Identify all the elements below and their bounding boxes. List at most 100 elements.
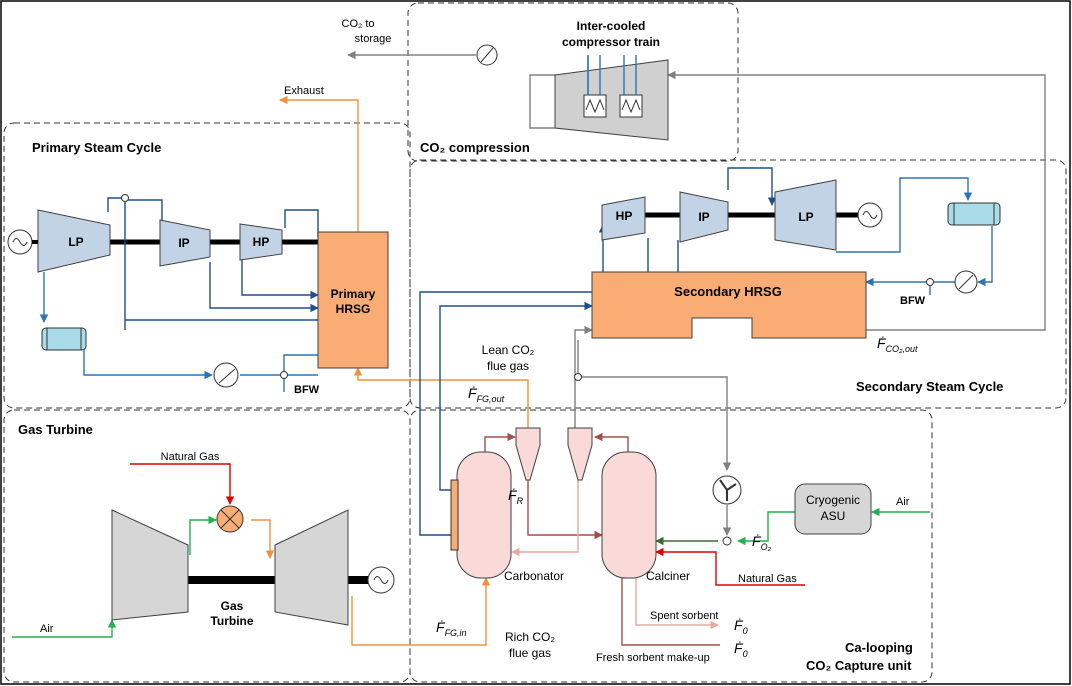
primary-bfw-in xyxy=(283,354,318,392)
region-title-secondary-steam-cycle: Secondary Steam Cycle xyxy=(856,379,1003,394)
f-fg-out-main: Ḟ xyxy=(468,385,478,401)
primary-hp-label: HP xyxy=(253,235,270,249)
secondary-ip-label: IP xyxy=(698,210,709,224)
gas-turbine-label-1: Gas xyxy=(221,599,244,613)
o2-mixing-valve xyxy=(722,536,732,546)
region-ca-looping xyxy=(409,409,933,683)
co2-split-to-asu xyxy=(578,376,732,471)
f-co2-out-symbol: ḞCO₂,out xyxy=(877,335,918,354)
cyclone-to-carbonator-solids xyxy=(511,480,579,557)
co2-loop-to-compressor xyxy=(667,70,1046,331)
air-asu-label: Air xyxy=(896,496,910,508)
primary-steam-1 xyxy=(124,199,163,330)
primary-hrsg-label-2: HRSG xyxy=(336,302,371,316)
co2-from-calciner-line xyxy=(574,325,593,430)
primary-pump-arrow xyxy=(218,368,236,384)
primary-bfw-valve xyxy=(280,371,288,379)
secondary-ip-turbine xyxy=(679,191,729,243)
primary-bfw-label: BFW xyxy=(294,384,320,396)
carbonator-heat-exchanger xyxy=(450,479,459,551)
region-co2-compression xyxy=(407,2,739,162)
rich-flue-gas-line xyxy=(351,577,491,646)
secondary-to-carbonator-2 xyxy=(439,301,593,491)
region-title-co2-compression: CO₂ compression xyxy=(420,140,530,155)
primary-steam-6 xyxy=(107,197,125,212)
f-fg-in-sub: FG,in xyxy=(445,628,467,638)
asu-label-2: ASU xyxy=(821,509,846,523)
f-r-main: Ḟ xyxy=(508,487,518,503)
primary-condenser-out xyxy=(83,340,213,380)
carbonator-to-cyclone xyxy=(484,432,516,452)
exhaust-label: Exhaust xyxy=(284,85,324,97)
primary-valve-icon xyxy=(121,194,129,202)
gas-turbine-label-2: Turbine xyxy=(210,614,253,628)
gt-expander xyxy=(274,509,349,626)
f-fg-out-sub: FG,out xyxy=(477,394,505,404)
co2-split-valve xyxy=(574,373,582,381)
f-0-fresh-sub: 0 xyxy=(743,649,748,659)
secondary-bfw-valve xyxy=(926,278,934,286)
primary-pump-icon xyxy=(213,362,239,388)
fresh-sorbent-label: Fresh sorbent make-up xyxy=(596,652,710,664)
f-o2-symbol: ḞO₂ xyxy=(752,533,772,552)
f-fg-out-symbol: ḞFG,out xyxy=(468,385,505,404)
secondary-hp-turbine xyxy=(601,196,646,241)
natural-gas-calciner-label: Natural Gas xyxy=(738,573,797,585)
region-gas-turbine xyxy=(3,409,411,683)
secondary-hrsg-label: Secondary HRSG xyxy=(674,284,782,299)
compressor-train-label-2: compressor train xyxy=(562,35,660,49)
co2-storage-label-2: storage xyxy=(355,33,392,45)
cryogenic-asu xyxy=(794,483,872,535)
region-primary-steam-cycle xyxy=(3,122,411,409)
secondary-bfw-label: BFW xyxy=(900,295,926,307)
secondary-hrsg xyxy=(591,271,867,339)
primary-lp-turbine xyxy=(37,209,111,273)
region-title-gas-turbine: Gas Turbine xyxy=(18,422,93,437)
calciner-cyclone xyxy=(567,427,593,481)
carbonator-cyclone xyxy=(515,427,541,481)
calciner xyxy=(601,451,657,579)
secondary-hp-label: HP xyxy=(616,209,633,223)
f-0-spent-main: Ḟ xyxy=(734,617,744,633)
region-title-ca-looping-1: Ca-looping xyxy=(845,640,913,655)
f-o2-main: Ḟ xyxy=(752,533,762,549)
primary-hrsg-label-1: Primary xyxy=(331,287,376,301)
f-0-spent-sub: 0 xyxy=(743,626,748,636)
primary-hrsg xyxy=(317,231,389,369)
gt-generator-wave xyxy=(373,576,389,584)
secondary-to-carbonator-1 xyxy=(419,291,592,536)
compressor-to-burner xyxy=(189,515,217,555)
carbonator-label: Carbonator xyxy=(504,569,564,583)
gt-burner-cross xyxy=(220,509,240,529)
secondary-lp-turbine xyxy=(774,179,837,251)
calciner-label: Calciner xyxy=(646,569,690,583)
f-r-symbol: ḞR xyxy=(508,487,524,506)
asu-label-1: Cryogenic xyxy=(806,493,860,507)
f-0-spent-symbol: Ḟ0 xyxy=(734,617,748,636)
calciner-to-cyclone xyxy=(594,432,629,452)
compressor-train-label-1: Inter-cooled xyxy=(577,19,646,33)
primary-generator-wave xyxy=(12,238,28,246)
region-title-primary-steam-cycle: Primary Steam Cycle xyxy=(32,140,161,155)
region-title-ca-looping-2: CO₂ Capture unit xyxy=(806,658,912,673)
lean-flue-gas-line xyxy=(353,367,529,440)
spent-sorbent-line xyxy=(635,578,719,630)
compressor-to-pump-line xyxy=(529,74,555,129)
secondary-pump-arrow xyxy=(958,274,974,290)
asu-o2-line xyxy=(737,511,795,546)
f-r-sub: R xyxy=(517,496,524,506)
primary-steam-4 xyxy=(241,258,319,300)
spent-sorbent-label: Spent sorbent xyxy=(650,610,719,622)
primary-lp-label: LP xyxy=(68,235,83,249)
gt-to-burner-line xyxy=(251,519,275,559)
secondary-lp-to-condenser xyxy=(836,177,973,253)
primary-steam-3 xyxy=(209,262,319,313)
recycle-fan-blades xyxy=(719,479,737,501)
intercooler-2-coil xyxy=(621,98,641,114)
primary-condenser xyxy=(41,327,87,351)
secondary-condenser-out xyxy=(977,226,993,287)
air-gt-label: Air xyxy=(40,623,54,635)
primary-steam-5 xyxy=(284,209,319,238)
primary-ip-turbine xyxy=(159,219,211,267)
fresh-sorbent-line xyxy=(617,569,720,646)
